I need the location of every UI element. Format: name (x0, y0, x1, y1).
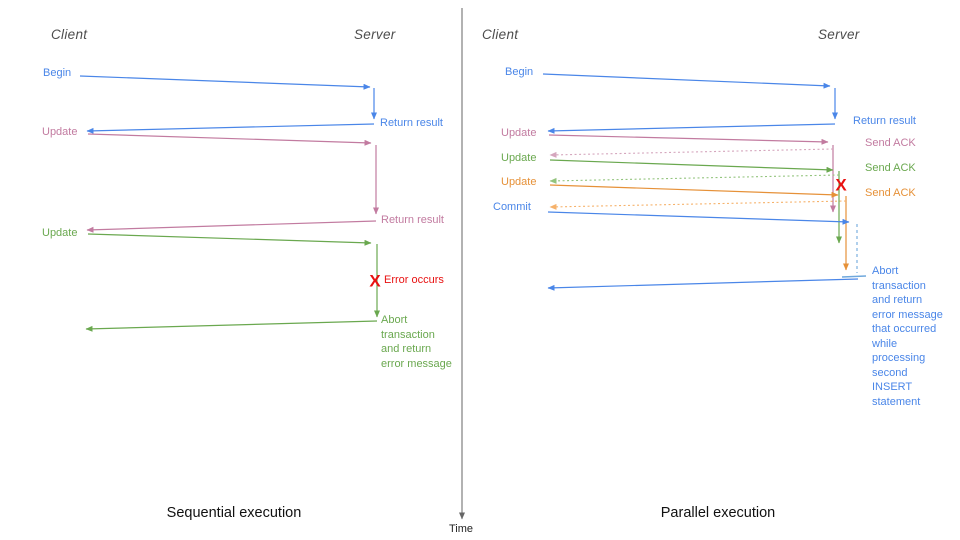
left-begin-request-arrow (79, 75, 371, 90)
left-update-1-label: Update (42, 126, 78, 138)
left-update-1-request-arrow (87, 133, 372, 146)
right-client-header: Client (482, 27, 519, 42)
left-update-2-request-arrow (87, 233, 372, 246)
left-abort-label: Abort transaction and return error messa… (381, 314, 452, 370)
right-server-header: Server (818, 27, 860, 42)
left-return-result-1-label: Return result (380, 117, 443, 129)
right-send-ack-2-arrow (549, 174, 840, 184)
left-begin-label: Begin (43, 67, 72, 79)
left-abort-response-arrow (85, 320, 378, 332)
right-return-result-arrow (547, 123, 836, 134)
right-send-ack-3-arrow (549, 200, 847, 210)
right-begin-label: Begin (505, 66, 534, 78)
right-update-3-request-arrow (549, 184, 839, 198)
left-error-x-icon: X (369, 271, 381, 291)
right-abort-start-tick (841, 275, 867, 278)
right-abort-label: Abort transaction and return error messa… (872, 265, 943, 408)
right-send-ack-1-arrow (549, 148, 834, 158)
right-return-result-label: Return result (853, 115, 916, 127)
left-return-result-2-arrow (86, 220, 377, 233)
right-commit-request-arrow (547, 211, 850, 225)
left-return-result-2-label: Return result (381, 214, 444, 226)
left-update-2-label: Update (42, 227, 78, 239)
time-axis-label: Time (449, 523, 474, 535)
left-error-label: Error occurs (384, 274, 444, 286)
right-panel-title: Parallel execution (660, 505, 776, 521)
right-update-2-label: Update (501, 152, 537, 164)
left-panel-title: Sequential execution (166, 505, 302, 521)
left-server-header: Server (354, 27, 396, 42)
right-update-1-request-arrow (548, 134, 829, 145)
right-begin-request-arrow (542, 73, 831, 89)
right-update-2-request-arrow (549, 159, 834, 173)
right-send-ack-1-label: Send ACK (865, 137, 916, 149)
right-error-x-icon: X (835, 175, 847, 195)
right-send-ack-3-label: Send ACK (865, 187, 916, 199)
left-client-header: Client (51, 27, 88, 42)
right-commit-label: Commit (493, 201, 531, 213)
left-return-result-1-arrow (86, 123, 375, 134)
right-update-1-label: Update (501, 127, 537, 139)
right-send-ack-2-label: Send ACK (865, 162, 916, 174)
right-update-3-label: Update (501, 176, 537, 188)
right-abort-response-arrow (547, 278, 859, 291)
